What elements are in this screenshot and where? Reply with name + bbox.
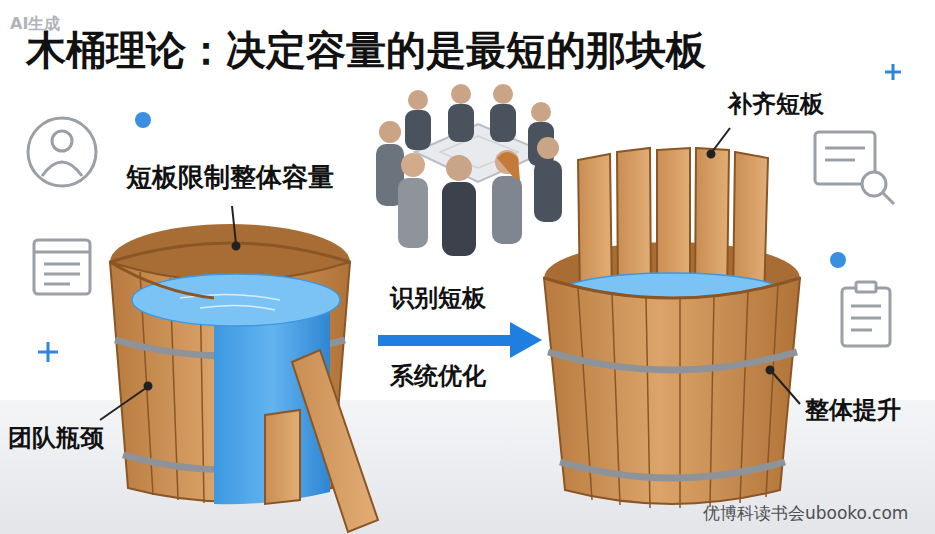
callout-label: 补齐短板 xyxy=(728,90,824,119)
watermark: 优博科读书会ubooko.com xyxy=(703,503,908,523)
process-arrow xyxy=(378,322,542,358)
plus-sign xyxy=(885,64,901,80)
arrow-label: 识别短板 xyxy=(390,284,486,313)
clipboard-icon xyxy=(842,282,890,346)
full-barrel xyxy=(544,148,800,508)
callout-label: 整体提升 xyxy=(805,396,901,425)
arrow-label: 系统优化 xyxy=(390,362,486,391)
team-meeting xyxy=(376,84,562,256)
leaking-barrel xyxy=(110,224,378,532)
callout-label: 短板限制整体容量 xyxy=(126,162,334,193)
blue-dot xyxy=(830,252,846,268)
plus-sign xyxy=(38,342,58,362)
leader-line xyxy=(100,128,800,420)
person-icon xyxy=(28,118,96,186)
diagram-title: 木桶理论：决定容量的是最短的那块板 xyxy=(26,26,706,74)
search-document-icon xyxy=(815,132,894,204)
callout-label: 团队瓶颈 xyxy=(8,424,104,453)
blue-dot xyxy=(135,112,151,128)
watermark: AI生成 xyxy=(10,14,60,33)
browser-icon xyxy=(34,240,90,294)
